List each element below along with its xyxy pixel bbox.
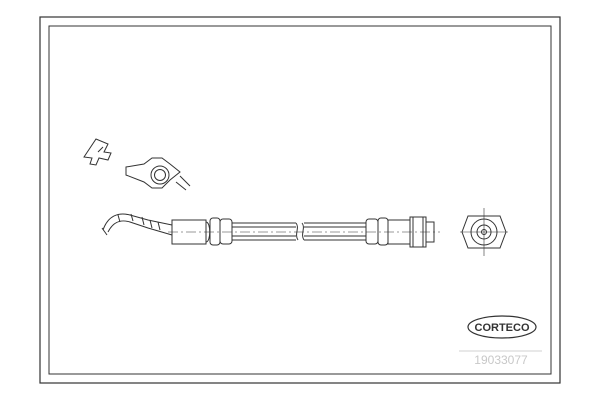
brand-name: CORTECO: [475, 322, 530, 334]
fitting-end-view-icon: [460, 208, 508, 256]
corteco-logo: CORTECO: [467, 315, 537, 339]
brake-hose-icon: [101, 213, 440, 248]
mounting-bracket-icon: [83, 138, 191, 191]
part-number: 19033077: [474, 353, 528, 367]
outer-border: [39, 16, 561, 384]
inner-border: [48, 25, 552, 375]
